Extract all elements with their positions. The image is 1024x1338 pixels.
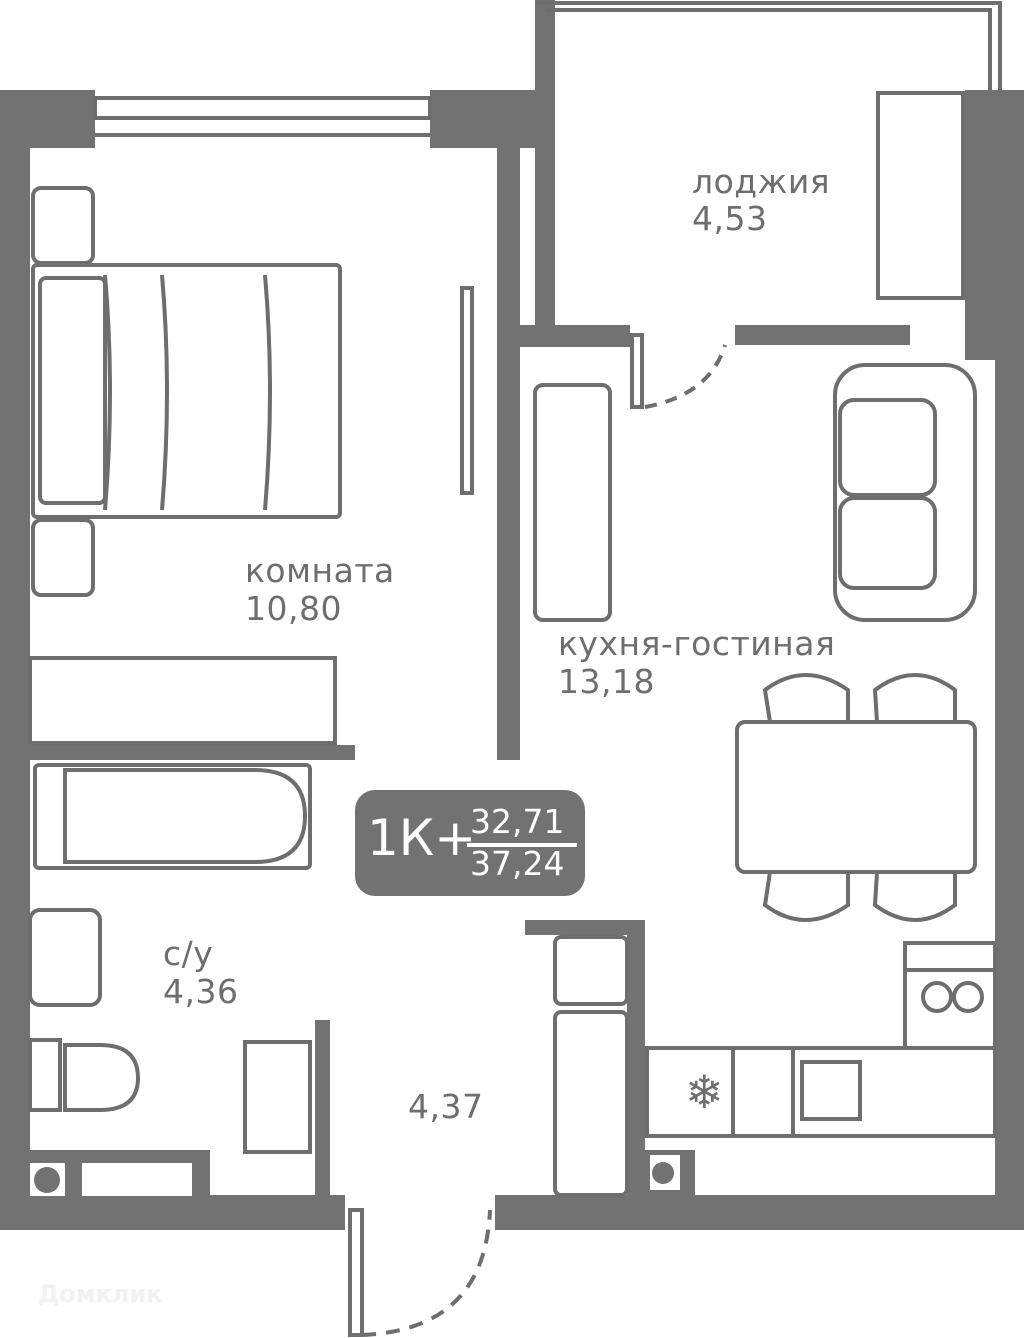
apartment-badge: 1К+ 32,71 37,24 — [355, 790, 585, 896]
entrance-door — [348, 1208, 364, 1337]
loggia-area: 4,53 — [692, 199, 768, 238]
bed — [31, 263, 342, 519]
fraction-bar — [467, 843, 577, 847]
toilet-tank — [28, 1038, 62, 1112]
total-area: 37,24 — [470, 844, 565, 883]
wardrobe-room — [28, 656, 337, 745]
tv — [460, 286, 474, 495]
kitchen-area: 13,18 — [558, 662, 655, 701]
hob — [553, 935, 629, 1006]
shoe-rack — [553, 1010, 629, 1197]
hall-area: 4,37 — [408, 1087, 484, 1126]
window — [93, 96, 432, 120]
snowflake-icon: ❄ — [685, 1065, 724, 1119]
walls — [0, 0, 1024, 1230]
apartment-type: 1К+ — [367, 809, 477, 867]
living-area: 32,71 — [470, 802, 565, 841]
toilet — [63, 1043, 141, 1112]
sink — [28, 908, 102, 1007]
tv-stand — [533, 383, 612, 622]
room-area: 10,80 — [245, 589, 342, 628]
dining-table — [735, 720, 977, 874]
bathroom-area: 4,36 — [163, 972, 239, 1011]
kitchen-sink — [800, 1060, 862, 1121]
kitchen-name: кухня-гостиная — [558, 624, 836, 663]
wardrobe-loggia — [876, 91, 965, 300]
bathroom-name: с/у — [163, 934, 214, 973]
room-name: комната — [245, 551, 395, 590]
sofa — [833, 363, 977, 622]
loggia-door — [630, 333, 644, 409]
nightstand — [31, 518, 95, 597]
nightstand — [31, 186, 95, 265]
kitchen-counter — [645, 1046, 997, 1138]
loggia-name: лоджия — [692, 162, 831, 201]
watermark: Домклик — [38, 1280, 163, 1308]
washing-machine — [243, 1040, 312, 1154]
bathtub — [33, 763, 312, 870]
